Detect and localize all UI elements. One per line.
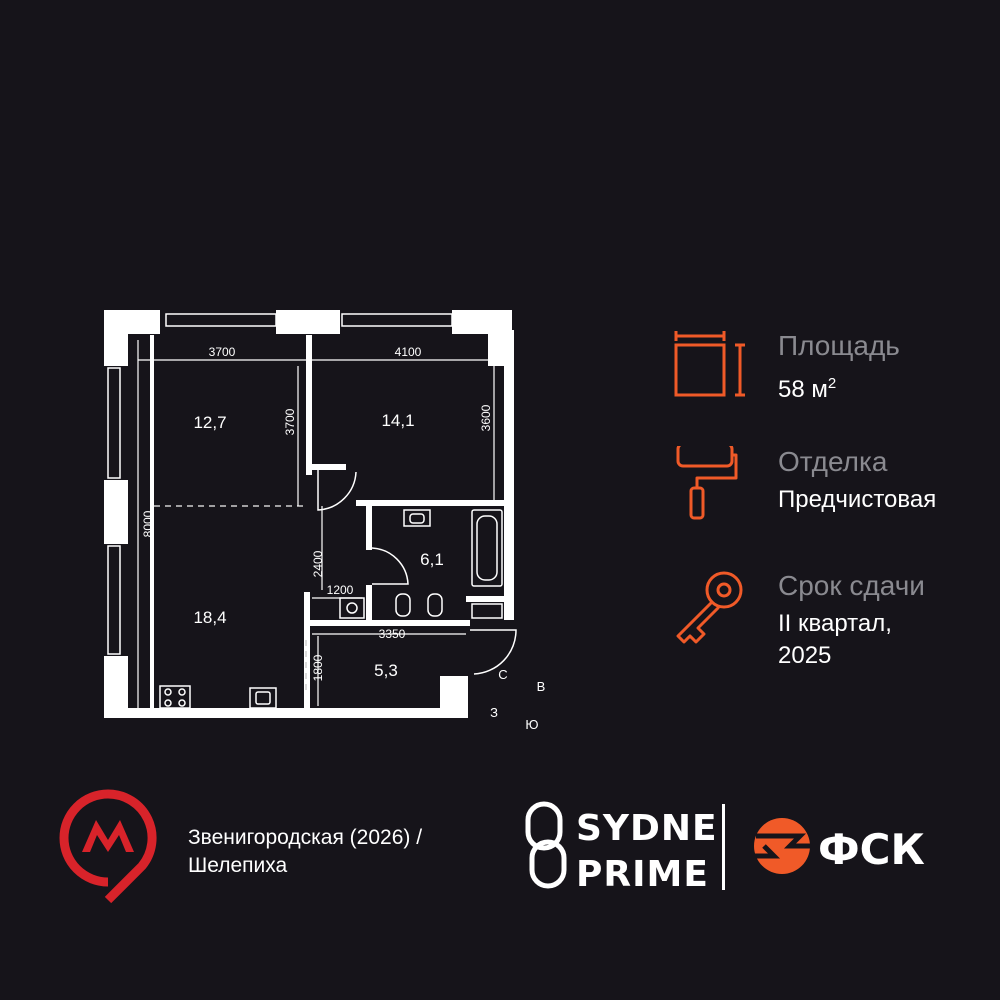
area-title: Площадь: [778, 330, 900, 361]
compass-east: В: [537, 679, 546, 694]
room-area-bedroom-1: 12,7: [193, 413, 226, 432]
dim-label: 8000: [141, 510, 155, 537]
plan-walls: [104, 310, 514, 718]
room-area-bedroom-2: 14,1: [381, 411, 414, 430]
fsk-logo: ФСК: [754, 818, 925, 874]
area-number: 58 м: [778, 376, 828, 403]
dim-label: 3700: [209, 345, 236, 359]
sydney-s-mark-icon: [525, 801, 567, 889]
dim-label: 2400: [311, 550, 325, 577]
dim-label: 1200: [327, 583, 354, 597]
metro-stations: Звенигородская (2026) / Шелепиха: [188, 826, 423, 877]
developer-name: ФСК: [818, 825, 925, 874]
dim-label: 3600: [479, 404, 493, 431]
compass-west: З: [490, 705, 498, 720]
room-area-bathroom: 6,1: [420, 550, 444, 569]
delivery-title: Срок сдачи: [778, 570, 925, 601]
dim-label: 3350: [379, 627, 406, 641]
dimension-lines: [137, 340, 500, 712]
paint-roller-icon: [676, 446, 738, 520]
finishing-value: Предчистовая: [778, 486, 937, 513]
area-unit-power: 2: [827, 375, 837, 392]
project-name-line1: SYDNEY: [576, 808, 714, 849]
delivery-year: 2025: [778, 642, 832, 669]
dim-label: 4100: [395, 345, 422, 359]
plan-windows: [107, 313, 453, 655]
key-icon: [676, 571, 743, 644]
floor-plan: 3700 4100 3700 3600 8000 2400 1200 3350 …: [104, 310, 545, 732]
room-area-hallway: 5,3: [374, 661, 398, 680]
compass-north: С: [498, 667, 507, 682]
dimension-labels: 3700 4100 3700 3600 8000 2400 1200 3350 …: [141, 345, 493, 681]
sydney-prime-logo: SYDNEY PRIME: [525, 801, 714, 892]
fsk-mark-icon: [754, 818, 810, 874]
metro-icon: [59, 789, 157, 904]
dim-label: 1800: [311, 654, 325, 681]
plan-doors: [317, 470, 517, 675]
area-icon: [674, 331, 745, 397]
delivery-value: II квартал, 2025: [778, 608, 892, 672]
room-area-living-kitchen: 18,4: [193, 608, 226, 627]
logo-divider: [722, 804, 725, 890]
project-name-line2: PRIME: [576, 854, 709, 892]
delivery-quarter: II квартал,: [778, 610, 892, 637]
plan-fixtures: [159, 509, 503, 709]
area-value: 58 м2: [778, 368, 836, 406]
room-areas: 12,7 14,1 18,4 6,1 5,3: [193, 411, 443, 680]
compass: С В З Ю: [490, 667, 545, 732]
dim-label: 3700: [283, 408, 297, 435]
finishing-title: Отделка: [778, 446, 888, 477]
compass-south: Ю: [525, 717, 538, 732]
